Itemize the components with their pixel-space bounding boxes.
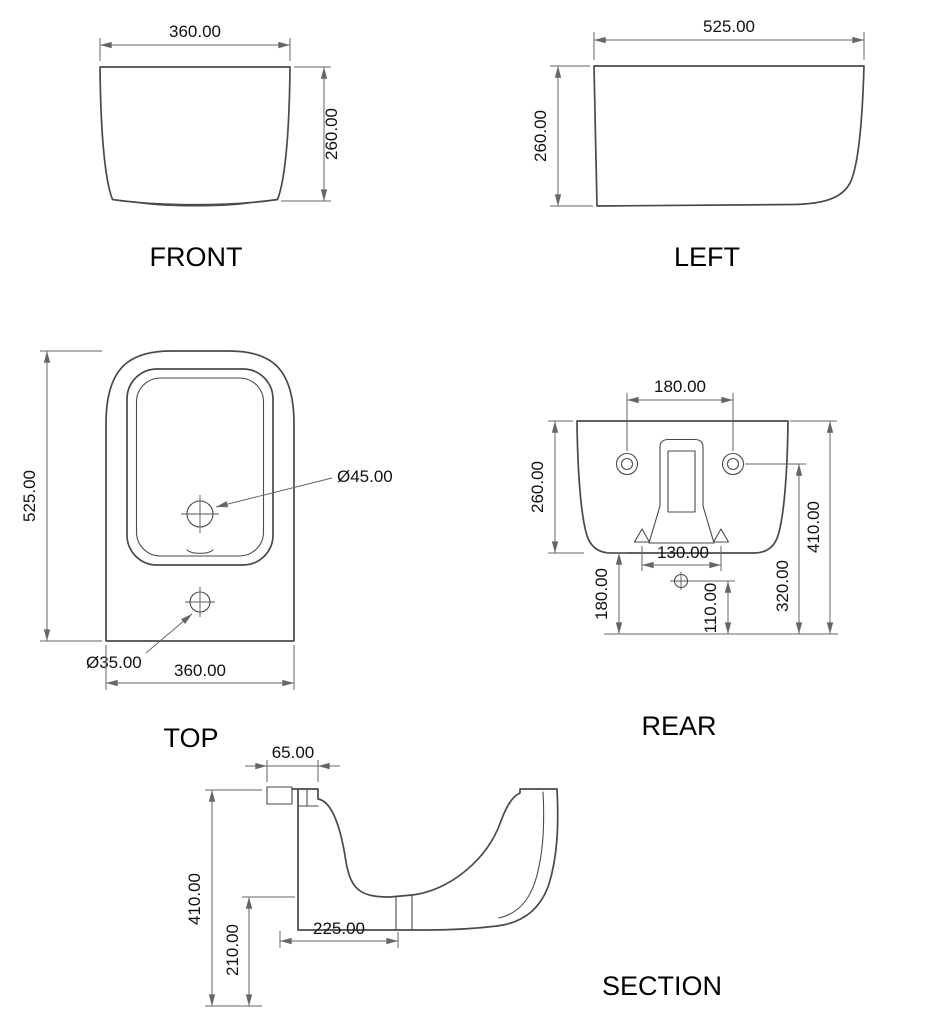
section-body-outline	[291, 788, 559, 931]
top-drain-value: Ø45.00	[337, 467, 393, 486]
top-overflow-slot	[186, 549, 214, 554]
rear-slot-marker-left	[633, 528, 651, 543]
top-rim-outer	[126, 368, 274, 566]
rear-slot-spacing-value: 130.00	[657, 543, 709, 562]
section-cavity-height-dimension: 210.00	[223, 896, 295, 1006]
rear-hole-spacing-dimension: 180.00	[626, 377, 734, 451]
rear-keyhole-inner	[667, 450, 696, 513]
front-height-dimension: 260.00	[281, 66, 341, 202]
top-rim-inner	[135, 377, 265, 557]
rear-fixing-hole-left-inner	[620, 457, 634, 471]
rear-overall-height-value: 410.00	[804, 501, 823, 553]
left-body-outline	[593, 65, 865, 207]
view-rear: 180.00 260.00 130.00 180.00 110.00	[528, 377, 838, 741]
view-top: Ø45.00 Ø35.00 525.00 360.00 TOP	[20, 350, 393, 753]
left-view-label: LEFT	[674, 242, 740, 272]
rear-hole-spacing-value: 180.00	[654, 377, 706, 396]
section-cavity-depth-dimension: 225.00	[279, 919, 399, 948]
left-height-value: 260.00	[531, 110, 550, 162]
top-length-dimension: 525.00	[20, 350, 102, 642]
rear-body-height-dimension: 260.00	[528, 420, 584, 554]
top-length-value: 525.00	[20, 470, 39, 522]
rear-fixing-hole-right-inner	[726, 457, 740, 471]
rear-hole-height-value: 320.00	[773, 560, 792, 612]
view-front: 360.00 260.00 FRONT	[99, 22, 341, 272]
section-cavity-depth-value: 225.00	[313, 919, 365, 938]
section-rim-channel-box	[266, 786, 293, 805]
top-drain-callout: Ø45.00	[215, 467, 393, 508]
rear-inlet-height-value: 110.00	[701, 583, 720, 634]
rear-keyhole-outer	[648, 438, 715, 544]
rear-view-label: REAR	[641, 711, 716, 741]
rear-body-outline	[576, 420, 789, 554]
top-tap-callout: Ø35.00	[86, 613, 193, 672]
rear-fixing-hole-right-outer	[721, 452, 745, 476]
section-view-label: SECTION	[602, 971, 722, 1001]
left-height-dimension: 260.00	[531, 65, 593, 207]
section-overall-height-value: 410.00	[185, 873, 204, 925]
top-view-label: TOP	[163, 723, 218, 753]
rear-bottom-clearance-dimension: 180.00	[592, 552, 627, 634]
front-base-line	[132, 200, 258, 207]
rear-body-height-value: 260.00	[528, 461, 547, 513]
top-tap-value: Ø35.00	[86, 653, 142, 672]
rear-overall-height-dimension: 410.00	[790, 420, 837, 634]
rear-bottom-clearance-value: 180.00	[592, 568, 611, 620]
front-height-value: 260.00	[322, 108, 341, 160]
view-left: 525.00 260.00 LEFT	[531, 17, 865, 272]
rear-slot-marker-right	[712, 528, 730, 543]
front-width-dimension: 360.00	[99, 22, 291, 61]
top-body-outline	[105, 350, 295, 642]
left-depth-dimension: 525.00	[593, 17, 865, 60]
section-overall-height-dimension: 410.00	[185, 789, 262, 1007]
section-inner-front-wall	[498, 791, 545, 919]
top-width-value: 360.00	[174, 661, 226, 680]
section-rim-offset-value: 65.00	[272, 743, 315, 762]
section-rim-offset-dimension: 65.00	[245, 743, 340, 782]
rear-fixing-hole-left-outer	[615, 452, 639, 476]
rear-hole-height-dimension: 320.00	[745, 463, 806, 634]
front-width-value: 360.00	[169, 22, 221, 41]
left-depth-value: 525.00	[703, 17, 755, 36]
front-view-label: FRONT	[150, 242, 243, 272]
front-body-outline	[99, 66, 291, 206]
rear-inlet-height-dimension: 110.00	[689, 580, 735, 634]
view-section: 65.00 410.00 210.00 225.00 SECTION	[185, 743, 722, 1007]
rear-slot-spacing-dimension: 130.00	[641, 543, 722, 571]
top-width-dimension: 360.00	[105, 645, 295, 690]
section-cavity-height-value: 210.00	[223, 924, 242, 976]
